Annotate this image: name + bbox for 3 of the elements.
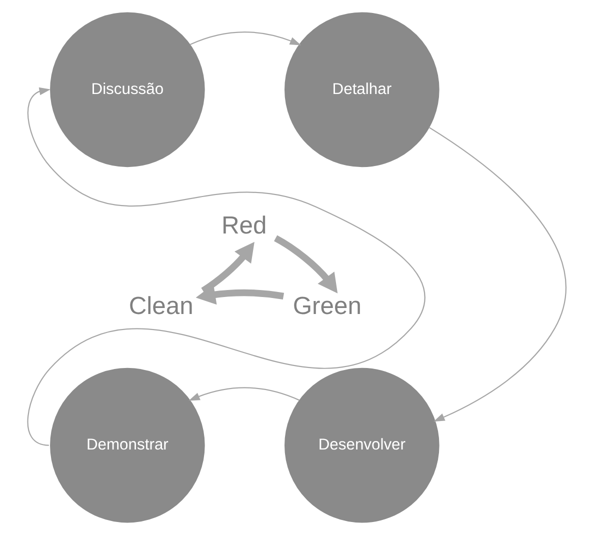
node-text: Clean (128, 293, 193, 320)
node-text: Red (220, 212, 266, 240)
node-text: Green (292, 293, 361, 320)
